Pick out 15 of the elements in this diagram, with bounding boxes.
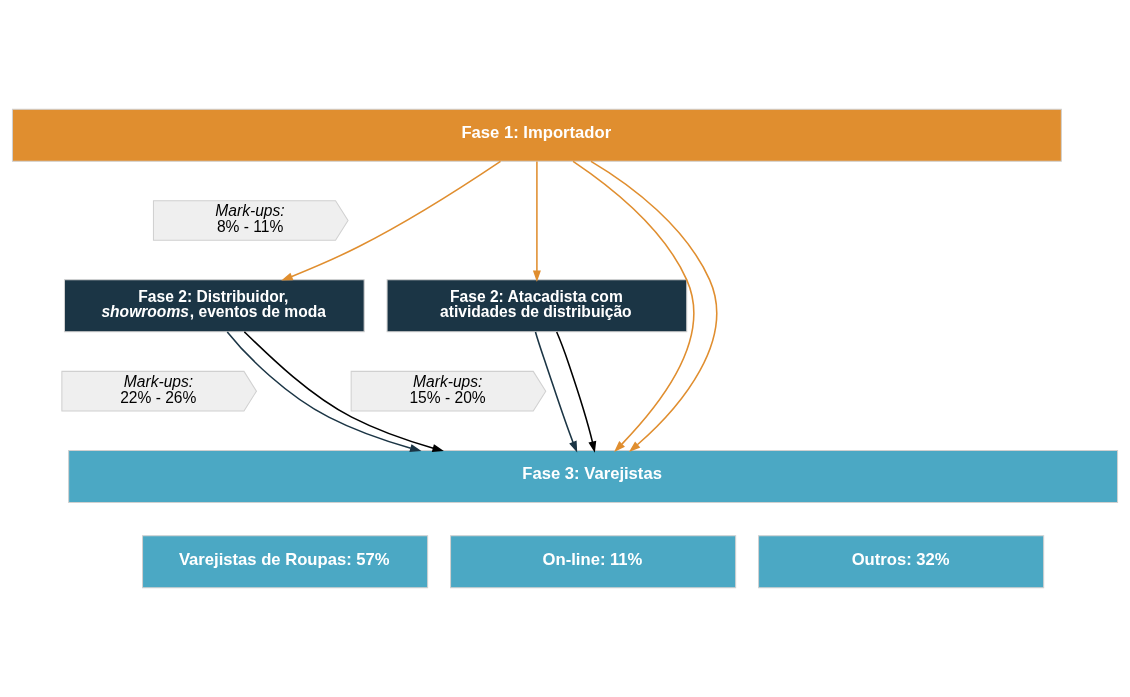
- arrow: [243, 331, 444, 452]
- node-box: Fase 2: Atacadista com atividades de distribuição: [386, 279, 688, 333]
- node-box: Varejistas de Roupas: 57%: [142, 535, 429, 589]
- node-box: On-line: 11%: [450, 535, 737, 589]
- node-box: Fase 2: Distribuidor, showrooms, eventos de moda: [63, 279, 365, 333]
- arrow: [572, 160, 695, 453]
- arrow: [555, 331, 597, 453]
- arrow: [532, 160, 541, 282]
- node-box: Outros: 32%: [758, 535, 1045, 589]
- arrow: [226, 331, 422, 452]
- node-box: Fase 3: Varejistas: [68, 449, 1119, 504]
- arrow: [281, 160, 502, 281]
- arrow: [590, 160, 718, 452]
- node-box: Fase 1: Importador: [11, 108, 1062, 162]
- arrow: [534, 331, 578, 453]
